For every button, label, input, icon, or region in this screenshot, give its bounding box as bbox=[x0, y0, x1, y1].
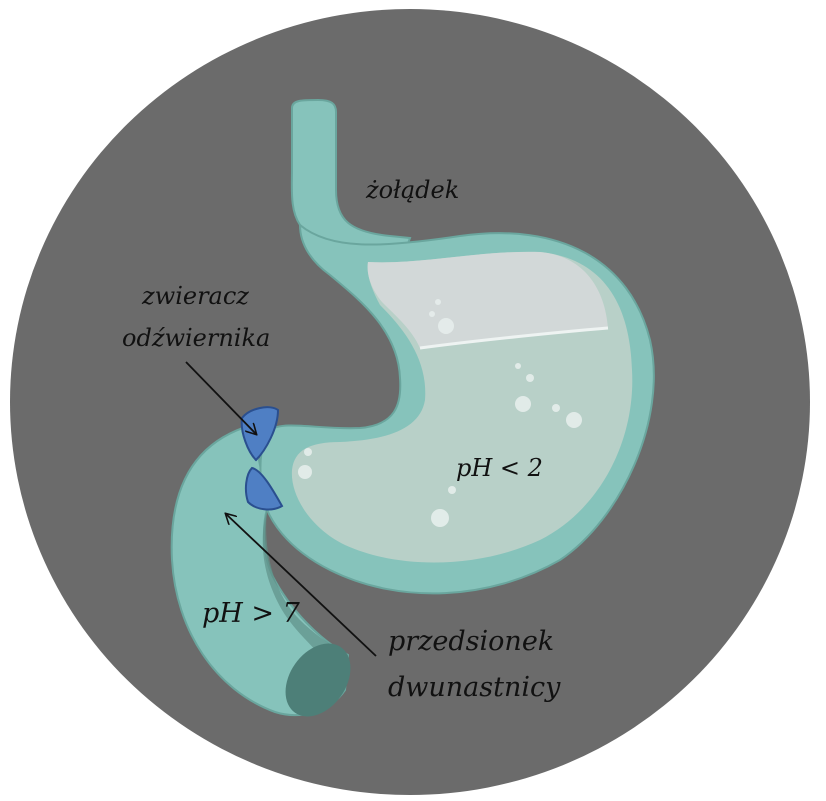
arrow-to-sphincter bbox=[185, 361, 256, 434]
duodenum-opening bbox=[285, 643, 351, 717]
label-sphincter-line1: zwieracz bbox=[142, 282, 249, 310]
label-stomach: żołądek bbox=[366, 176, 460, 204]
sphincter-upper bbox=[240, 406, 280, 462]
liquid-surface-line bbox=[419, 326, 609, 350]
bubbles bbox=[298, 299, 582, 527]
label-duodenum-line1: przedsionek bbox=[388, 626, 555, 657]
stomach-air-pocket bbox=[367, 251, 608, 348]
arrow-to-duodenum bbox=[226, 514, 377, 657]
label-ph-stomach: pH < 2 bbox=[456, 454, 543, 482]
label-sphincter-line2: odźwiernika bbox=[122, 324, 271, 352]
label-duodenum-line2: dwunastnicy bbox=[388, 672, 561, 703]
label-ph-duodenum: pH > 7 bbox=[202, 598, 300, 629]
sphincter-lower bbox=[244, 466, 284, 511]
